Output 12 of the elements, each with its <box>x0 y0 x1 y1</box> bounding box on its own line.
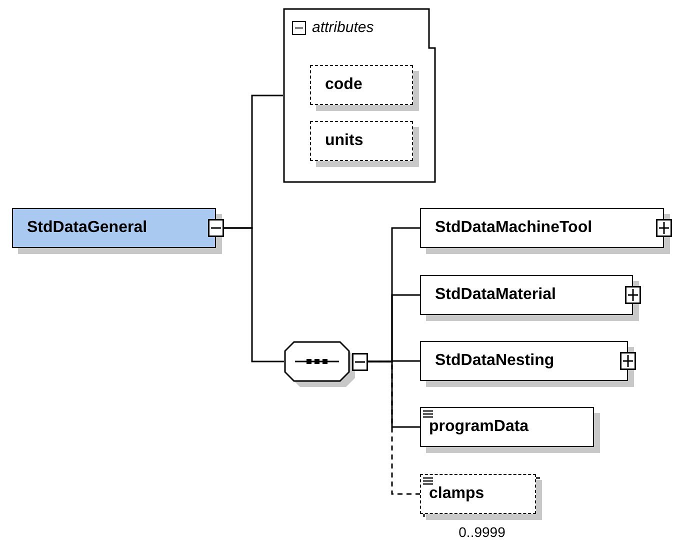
element-name: clamps <box>429 485 484 503</box>
group-heading: attributes <box>312 19 374 36</box>
element-name: StdDataMaterial <box>435 286 556 304</box>
element-name: StdDataNesting <box>435 352 554 370</box>
connector-line <box>224 227 284 362</box>
element-name: programData <box>429 418 529 436</box>
element-name: units <box>325 132 364 150</box>
element-name: StdDataGeneral <box>27 219 148 237</box>
occurrence-label: 0..9999 <box>458 524 506 540</box>
element-name: code <box>325 76 362 94</box>
connector-line <box>368 360 420 428</box>
element-name: StdDataMachineTool <box>435 219 592 237</box>
